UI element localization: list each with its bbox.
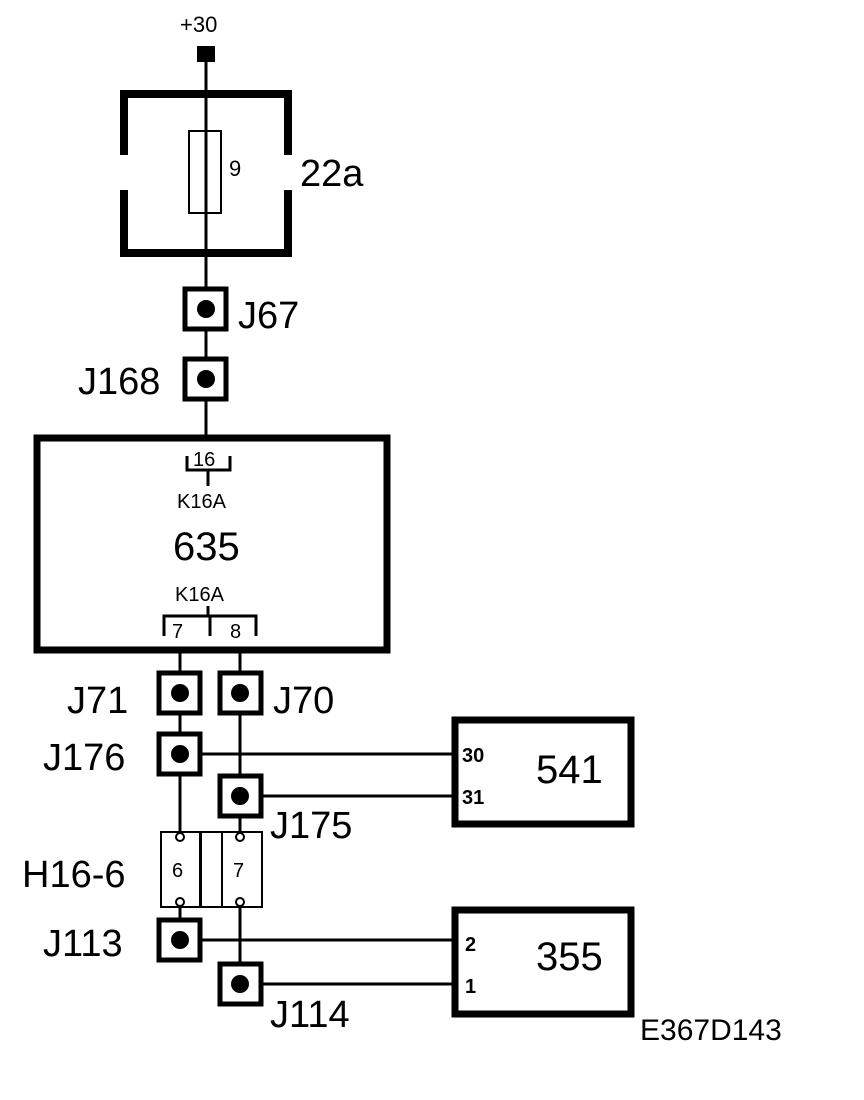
module-541-box xyxy=(451,716,635,828)
h16-pin-7: 7 xyxy=(233,860,244,882)
connector-j168 xyxy=(182,356,229,402)
fuse-number: 9 xyxy=(229,156,241,181)
connector-j67 xyxy=(182,286,229,332)
connector-k16a-top: K16A xyxy=(177,491,227,513)
module-355-id: 355 xyxy=(536,935,603,979)
supply-label: +30 xyxy=(180,12,217,37)
connector-j175-label: J175 xyxy=(270,805,352,847)
connector-j71 xyxy=(156,670,203,716)
connector-j70 xyxy=(217,670,264,716)
connector-j168-label: J168 xyxy=(78,361,160,403)
connector-k16a-bottom: K16A xyxy=(175,584,225,606)
supply-terminal xyxy=(197,46,215,62)
pin-7-label: 7 xyxy=(172,621,183,643)
connector-j71-label: J71 xyxy=(67,680,128,722)
connector-j70-label: J70 xyxy=(273,680,334,722)
fuse-box-id: 22a xyxy=(300,153,364,195)
module-355-box xyxy=(451,906,635,1018)
h16-pin-6: 6 xyxy=(172,860,183,882)
module-541-pin-31: 31 xyxy=(462,787,484,809)
pins-7-8-bracket xyxy=(162,606,258,636)
pin-16-bracket xyxy=(185,456,232,486)
connector-j113-label: J113 xyxy=(43,923,123,965)
pin-16-label: 16 xyxy=(193,449,215,471)
connector-j113 xyxy=(156,917,203,963)
module-635-id: 635 xyxy=(173,525,240,569)
fuse-box-22a xyxy=(120,90,292,257)
connector-j176-label: J176 xyxy=(43,737,125,779)
connector-j175 xyxy=(217,773,264,819)
module-355-pin-1: 1 xyxy=(465,976,476,998)
connector-j176 xyxy=(156,731,203,777)
module-541-pin-30: 30 xyxy=(462,745,484,767)
pin-8-label: 8 xyxy=(230,621,241,643)
module-541-id: 541 xyxy=(536,748,603,792)
connector-h16-6-label: H16-6 xyxy=(22,854,126,896)
module-355-pin-2: 2 xyxy=(465,934,476,956)
figure-code: E367D143 xyxy=(640,1014,782,1047)
connector-j114 xyxy=(217,961,264,1007)
connector-j67-label: J67 xyxy=(238,295,299,337)
connector-j114-label: J114 xyxy=(270,994,350,1036)
